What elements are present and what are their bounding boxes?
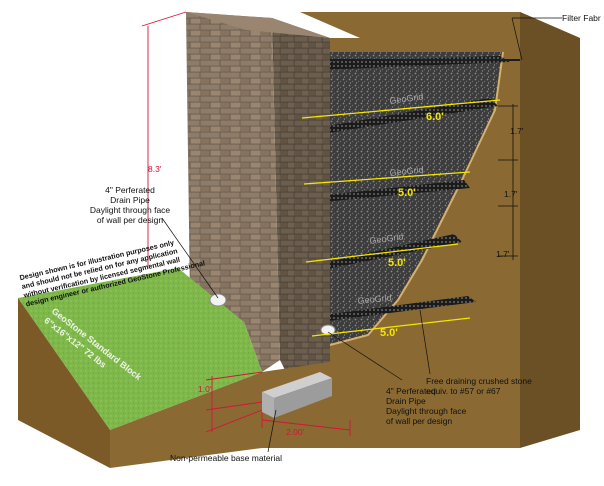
front-soil-front xyxy=(18,298,110,468)
spacing-dimension-lines xyxy=(498,104,518,260)
wall-side-face xyxy=(272,18,330,388)
spacing-2: 1.7' xyxy=(504,189,518,199)
upper-drain-pipe-icon xyxy=(209,293,227,307)
spacing-1: 1.7' xyxy=(510,126,524,136)
spacing-3: 1.7' xyxy=(496,249,510,259)
svg-text:Free draining crushed stone: Free draining crushed stone xyxy=(426,376,532,386)
callout-leaders xyxy=(161,17,562,453)
height-dimension xyxy=(141,11,351,436)
geogrid-label-4: GeoGrid xyxy=(357,292,392,306)
svg-text:4" Perferated: 4" Perferated xyxy=(105,185,155,195)
upper-drain-callout: 4" Perferated Drain Pipe Daylight throug… xyxy=(90,185,171,225)
grid-length-2: 5.0' xyxy=(398,187,416,199)
base-material xyxy=(262,372,332,398)
base-material-label: Non-permeable base material xyxy=(170,453,282,463)
geogrid-label-2: GeoGrid xyxy=(389,164,424,178)
soil-top xyxy=(300,12,580,38)
lower-drain-callout: 4" Perferated Drain Pipe Daylight throug… xyxy=(386,386,467,426)
filter-fabric-label: Filter Fabr xyxy=(562,13,601,23)
svg-text:Drain Pipe: Drain Pipe xyxy=(110,195,150,205)
filter-fabric-edge xyxy=(329,51,504,346)
front-soil-side xyxy=(110,372,262,468)
base-material-front xyxy=(262,392,274,418)
svg-text:equiv. to #57 or #67: equiv. to #57 or #67 xyxy=(426,386,501,396)
base-width: 2.00' xyxy=(286,427,305,437)
svg-text:Drain Pipe: Drain Pipe xyxy=(386,396,426,406)
embed-depth: 1.0' xyxy=(198,384,212,394)
grid-length-3: 5.0' xyxy=(388,257,406,269)
grid-length-dimensions xyxy=(301,99,501,337)
stone-callout: Free draining crushed stone equiv. to #5… xyxy=(426,376,532,396)
geogrid-label-3: GeoGrid xyxy=(369,231,404,246)
wall-cap xyxy=(186,12,330,38)
svg-text:4" Perferated: 4" Perferated xyxy=(386,386,436,396)
soil-side xyxy=(520,12,580,448)
svg-text:of wall per design: of wall per design xyxy=(386,416,452,426)
base-material-side xyxy=(274,378,332,418)
wall-height: 8.3' xyxy=(148,164,162,174)
svg-text:Daylight through face: Daylight through face xyxy=(386,406,467,416)
svg-text:Daylight through face: Daylight through face xyxy=(90,205,171,215)
grid-length-4: 5.0' xyxy=(380,327,398,339)
geogrid-label-1: GeoGrid xyxy=(389,91,424,106)
wall-front-face xyxy=(186,12,280,372)
svg-text:of wall per design: of wall per design xyxy=(97,215,163,225)
grid-length-1: 6.0' xyxy=(426,111,444,123)
front-grass xyxy=(18,268,262,430)
lower-drain-pipe-icon xyxy=(320,324,336,336)
geogrid-layers xyxy=(310,56,510,322)
